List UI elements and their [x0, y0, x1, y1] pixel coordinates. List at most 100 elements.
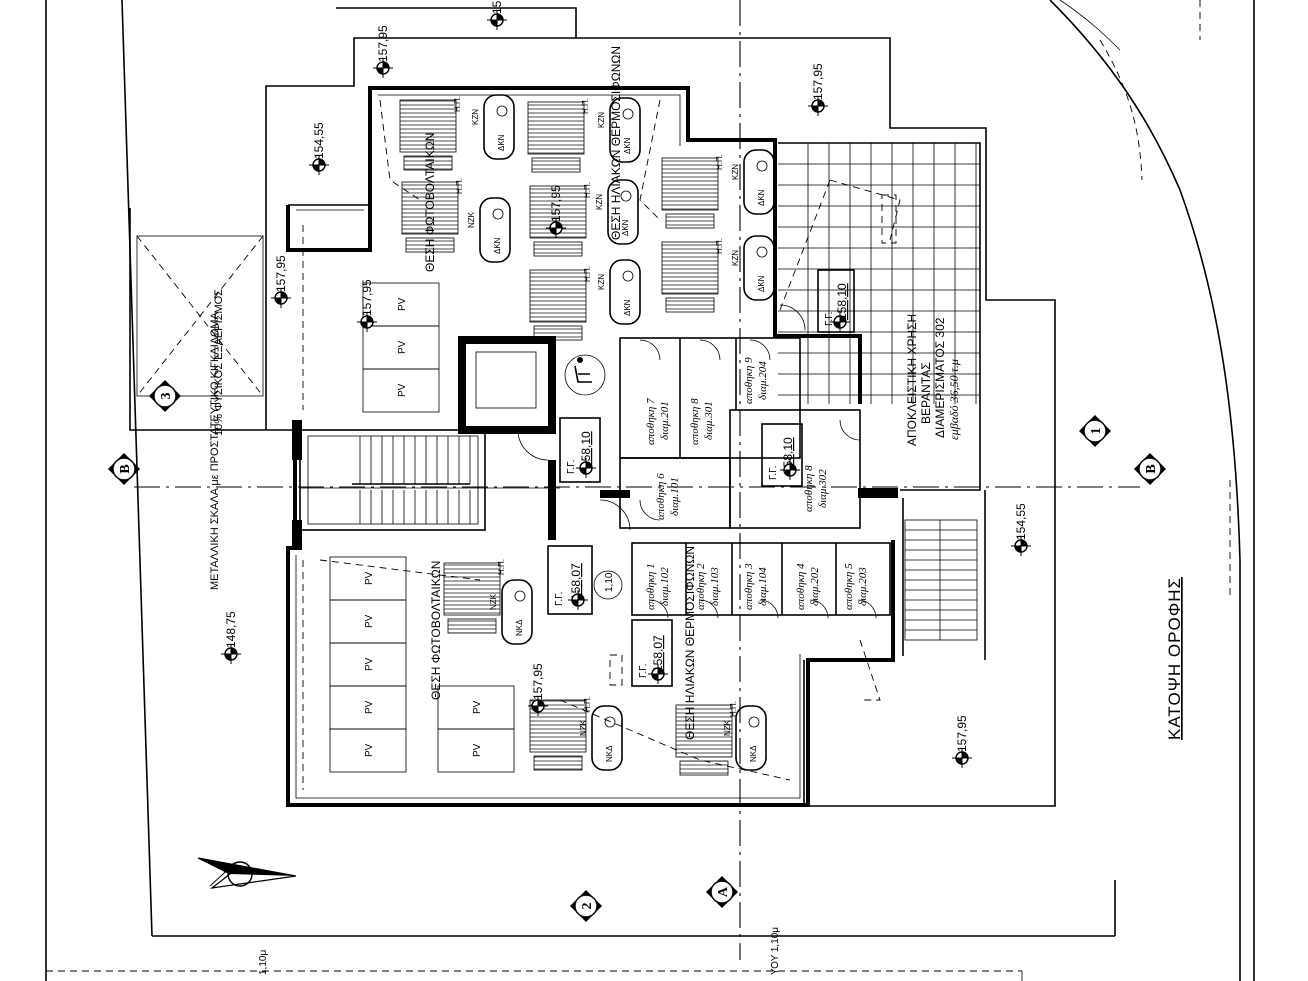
solar-heater: Η.Π. ΚΖΝ ΔΚΝ [399, 94, 515, 171]
uh-label: Η.Π. [583, 696, 592, 712]
axis-marker-b-right: B [1134, 453, 1166, 485]
svg-text:157,95: 157,95 [376, 25, 390, 62]
elevation-mark: 157,95 [951, 715, 973, 769]
svg-text:158,07: 158,07 [651, 635, 665, 672]
tank-type: ΔΚΝ [757, 275, 766, 292]
elevation-mark: 157,95 [807, 63, 829, 117]
svg-text:διαμ.101: διαμ.101 [669, 477, 681, 516]
uh-label: Η.Π. [715, 238, 724, 254]
svg-text:Γ.Γ.: Γ.Γ. [566, 460, 577, 474]
svg-text:αποθηκη 3: αποθηκη 3 [743, 563, 755, 610]
solar-heater: Η.Π. ΝΖΚ ΝΚΔ [443, 559, 533, 645]
annotation-labels: ΘΕΣΗ ΦΩΤΟΒΟΛΤΑΙΚΩΝ ΘΕΣΗ ΦΩΤΟΒΟΛΤΑΙΚΩΝ ΘΕ… [209, 46, 961, 975]
svg-text:ΚΑΤΟΨΗ ΟΡΟΦΗΣ: ΚΑΤΟΨΗ ΟΡΟΦΗΣ [1165, 577, 1184, 740]
svg-text:B: B [1144, 464, 1159, 473]
svg-text:εμβαδό 36,50 τ.μ: εμβαδό 36,50 τ.μ [947, 359, 961, 440]
tank-type: ΔΚΝ [623, 137, 632, 154]
floor-level-tag: Γ.Γ. 158,10 [817, 269, 855, 333]
elevation-mark: 148,75 [220, 611, 242, 665]
svg-text:διαμ.203: διαμ.203 [857, 567, 869, 606]
tank-type: ΔΚΝ [623, 299, 632, 316]
svg-text:Γ.Γ.: Γ.Γ. [554, 592, 565, 606]
svg-text:διαμ.301: διαμ.301 [703, 401, 715, 440]
drawing-title: ΚΑΤΟΨΗ ΟΡΟΦΗΣ [1165, 577, 1184, 740]
uh-label: Η.Π. [581, 98, 590, 114]
svg-text:αποθηκη 5: αποθηκη 5 [843, 563, 855, 610]
svg-text:ΑΠΟΚΛΕΙΣΤΙΚΗ ΧΡΗΣΗ: ΑΠΟΚΛΕΙΣΤΙΚΗ ΧΡΗΣΗ [905, 314, 919, 446]
svg-text:A: A [716, 886, 731, 897]
svg-text:1,10: 1,10 [604, 572, 615, 592]
tank-code: ΚΖΝ [731, 250, 740, 266]
elevation-mark: 157,95 [527, 663, 549, 717]
svg-text:3: 3 [159, 393, 174, 400]
pv-label: PV [364, 657, 375, 671]
pv-label: PV [397, 340, 408, 354]
elevation-mark: 154,55 [308, 122, 330, 176]
svg-text:αποθηκη 1: αποθηκη 1 [645, 563, 657, 610]
solar-heater: Η.Π. ΚΖΝ ΔΚΝ [661, 235, 775, 313]
svg-text:Γ.Γ.: Γ.Γ. [824, 312, 835, 326]
pv-panel: PV [437, 685, 515, 730]
svg-text:ΔΙΑΜΕΡΙΣΜΑΤΟΣ 302: ΔΙΑΜΕΡΙΣΜΑΤΟΣ 302 [933, 317, 947, 438]
svg-text:157,95: 157,95 [955, 715, 969, 752]
uh-label: Η.Π. [729, 701, 738, 717]
pv-label: PV [364, 700, 375, 714]
uh-label: Η.Π. [453, 96, 462, 112]
elevation-mark: 157,95 [356, 279, 378, 333]
svg-text:1: 1 [1089, 428, 1104, 435]
svg-text:157,95: 157,95 [274, 255, 288, 292]
pv-label: PV [472, 700, 483, 714]
svg-text:157,95: 157,95 [531, 663, 545, 700]
tank-code: ΝΖΚ [489, 593, 498, 610]
pv-panel: PV [329, 728, 407, 773]
svg-text:αποθηκη 6: αποθηκη 6 [655, 473, 667, 520]
svg-text:αποθηκη 8: αποθηκη 8 [803, 465, 815, 512]
pv-label: PV [364, 614, 375, 628]
axis-marker-3: 3 [149, 380, 181, 412]
svg-text:αποθηκη 9: αποθηκη 9 [743, 357, 755, 404]
elevation-mark: 157,95 [486, 0, 508, 31]
tank-type: ΔΚΝ [757, 189, 766, 206]
pv-panel: PV [362, 325, 440, 370]
svg-text:ΘΕΣΗ ΗΛΙΑΚΩΝ ΘΕΡΜΟΣΙΦΩΝΩΝ: ΘΕΣΗ ΗΛΙΑΚΩΝ ΘΕΡΜΟΣΙΦΩΝΩΝ [683, 546, 697, 740]
elevation-mark: 157,95 [270, 255, 292, 309]
svg-text:1,10μ: 1,10μ [258, 950, 269, 975]
axis-marker-1: 1 [1079, 415, 1111, 447]
tank-code: ΚΖΝ [597, 112, 606, 128]
svg-text:διαμ.302: διαμ.302 [817, 469, 829, 508]
storage-labels: αποθηκη 7 διαμ.201 αποθηκη 8 διαμ.301 απ… [645, 357, 869, 610]
pv-label: PV [397, 383, 408, 397]
uh-label: Η.Π. [497, 559, 506, 575]
svg-text:157,95: 157,95 [490, 0, 504, 14]
grid-axes [134, 0, 1140, 960]
tank-type: ΔΚΝ [493, 237, 502, 254]
svg-text:αποθηκη 2: αποθηκη 2 [695, 563, 707, 610]
tank-code: ΚΖΝ [471, 109, 480, 125]
svg-text:B: B [118, 464, 133, 473]
tank-type: ΔΚΝ [497, 134, 506, 151]
uh-label: Η.Π. [455, 178, 464, 194]
uh-label: Η.Π. [583, 266, 592, 282]
solar-heater: Η.Π. ΚΖΝ ΔΚΝ [527, 97, 641, 173]
core-block [292, 304, 978, 641]
pv-panel: PV [329, 599, 407, 644]
floor-level-tag: Γ.Γ. 158,10 [761, 423, 803, 487]
svg-text:αποθηκη 7: αποθηκη 7 [645, 398, 657, 445]
elevation-mark: 157,95 [545, 185, 567, 239]
pv-panel: PV [329, 685, 407, 730]
elevation-markers: 157,95 157,95 157,95 157,95 157,95 157,9… [220, 0, 1032, 769]
tank-type: ΝΚΔ [605, 745, 614, 762]
svg-text:154,55: 154,55 [1014, 503, 1028, 540]
svg-text:158,10: 158,10 [835, 283, 849, 320]
svg-text:Γ.Γ.: Γ.Γ. [638, 664, 649, 678]
floor-level-tag: Γ.Γ. 158,07 [547, 545, 593, 615]
tank-type: ΝΚΔ [515, 619, 524, 636]
building-outline [129, 7, 1056, 807]
svg-text:ΜΕΤΑΛΛΙΚΗ ΣΚΑΛΑ με ΠΡΟΣΤΑΤΕΥΤΙ: ΜΕΤΑΛΛΙΚΗ ΣΚΑΛΑ με ΠΡΟΣΤΑΤΕΥΤΙΚΟ ΚΙΓΚΛΙΔ… [209, 312, 221, 590]
axis-marker-a: A [706, 876, 738, 908]
